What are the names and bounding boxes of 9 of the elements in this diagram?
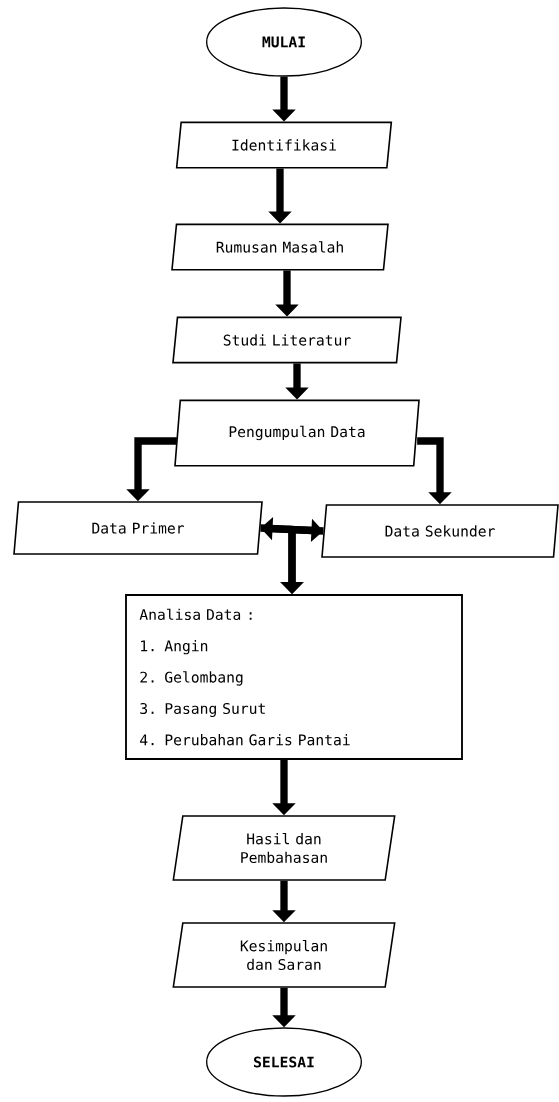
data-parallelogram: Data Sekunder	[321, 504, 559, 558]
data-parallelogram: Kesimpulan dan Saran	[172, 922, 396, 988]
data-parallelogram: Identifikasi	[175, 121, 393, 169]
data-parallelogram: Hasil dan Pembahasan	[172, 815, 396, 881]
data-parallelogram: Pengumpulan Data	[174, 399, 420, 467]
data-parallelogram: Studi Literatur	[172, 316, 402, 364]
data-parallelogram: Data Primer	[13, 501, 263, 555]
data-parallelogram: Rumusan Masalah	[171, 223, 389, 271]
process-box: Analisa Data : 1. Angin 2. Gelombang 3. Pasang Surut 4. Perubahan Garis Pantai	[125, 594, 463, 760]
